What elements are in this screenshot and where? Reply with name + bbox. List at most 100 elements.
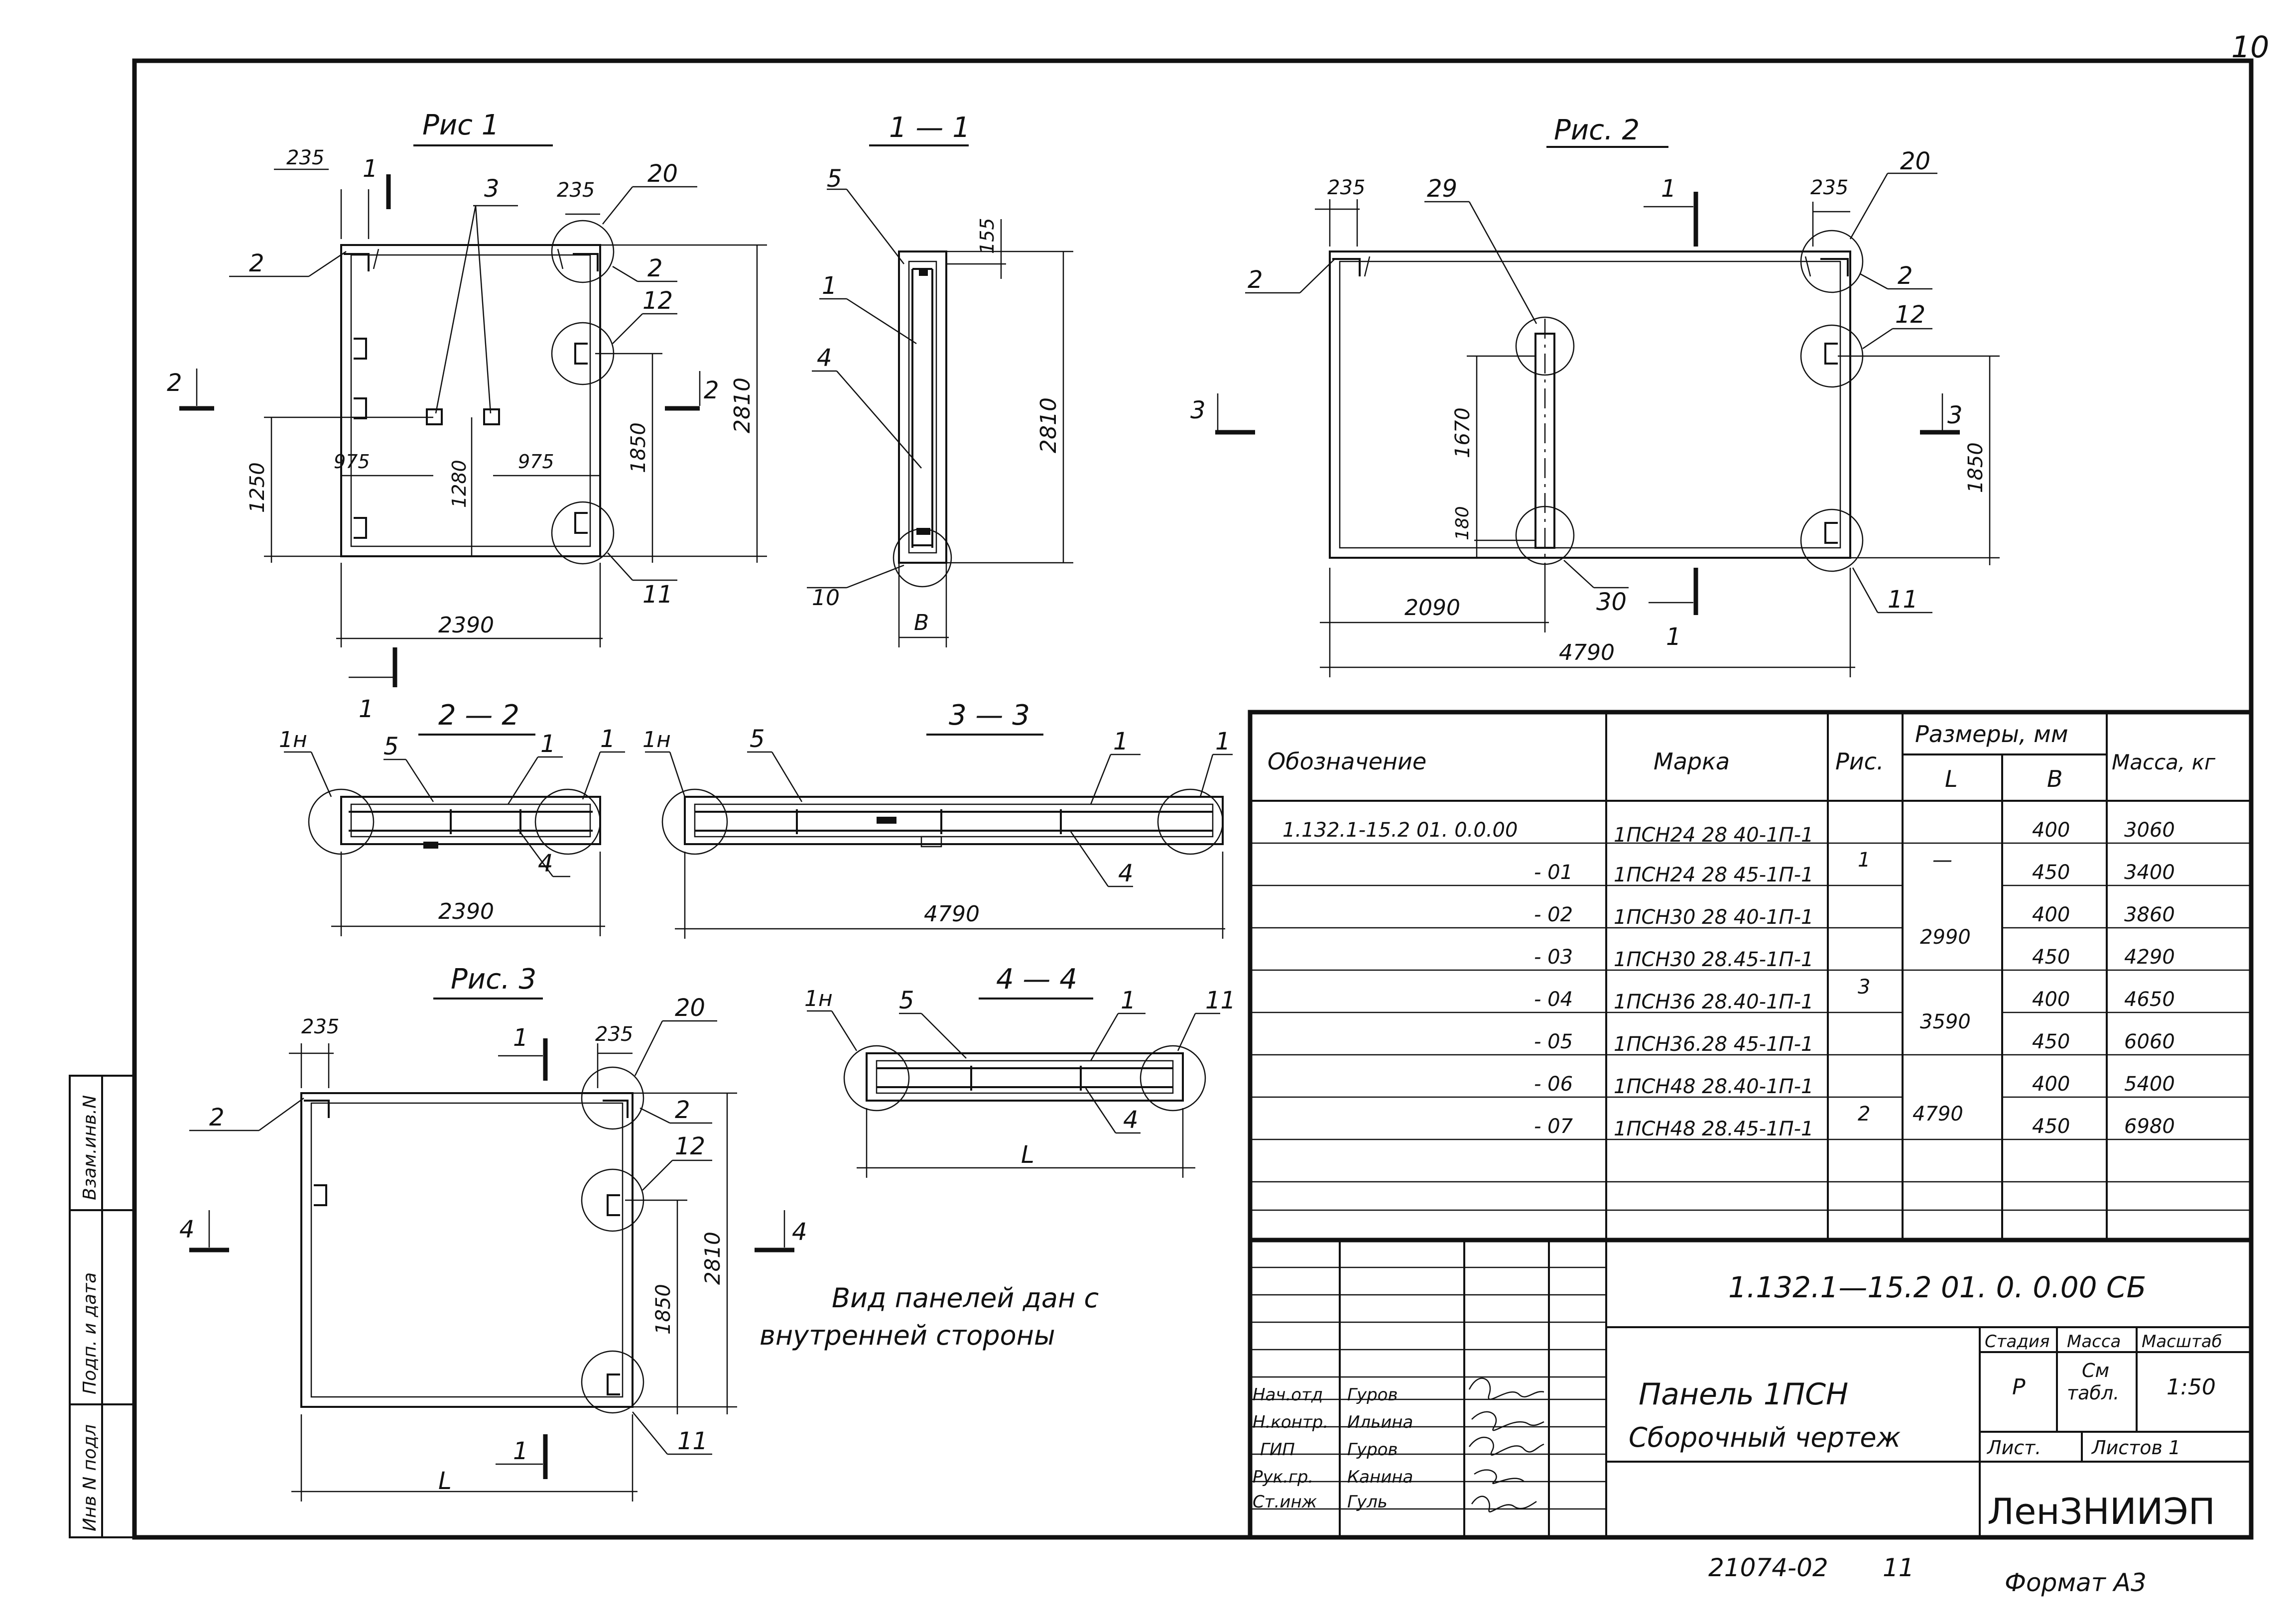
fig2-callout-20: 20 [1900, 147, 1930, 175]
table-row-4-mark: 1ПСН36 28.40-1П-1 [1614, 991, 1814, 1013]
spec-header-l: L [1945, 765, 1958, 792]
fig1-callout-11: 11 [642, 581, 673, 609]
fig2-section-1-top: 1 [1661, 175, 1676, 203]
fig2-dim-180: 180 [1452, 506, 1473, 540]
fig1-dim-235-left: 235 [286, 146, 324, 169]
table-row-7-b: 450 [2032, 1115, 2070, 1138]
spec-header-mass: Масса, кг [2112, 750, 2216, 774]
title-scale-label: Масштаб [2142, 1332, 2222, 1352]
fig2-callout-11: 11 [1888, 586, 1918, 614]
table-row-5-mass: 6060 [2124, 1030, 2175, 1053]
section44-dim-l: L [1021, 1141, 1034, 1169]
section22-dim-2390: 2390 [438, 899, 494, 924]
section44-callout-1n: 1н [804, 986, 833, 1011]
table-row-5-mark: 1ПСН36.28 45-1П-1 [1614, 1033, 1814, 1056]
fig2-section-1-bottom: 1 [1666, 623, 1681, 651]
title-code: 1.132.1—15.2 01. 0. 0.00 СБ [1728, 1270, 2146, 1304]
fig2-callout-2-left: 2 [1248, 266, 1263, 294]
fig2-callout-30: 30 [1596, 588, 1627, 616]
table-row-6-designation: - 06 [1534, 1073, 1573, 1096]
table-row-0-fig: 1 [1858, 849, 1870, 872]
sign-name-0: Гуров [1347, 1385, 1398, 1405]
section44-callout-4: 4 [1123, 1106, 1139, 1134]
table-row-3-designation: - 03 [1534, 946, 1573, 969]
section11-callout-4: 4 [817, 344, 832, 372]
section22-callout-5: 5 [383, 733, 399, 760]
title-stage: Р [2012, 1374, 2026, 1400]
title-mass-value-2: табл. [2067, 1382, 2119, 1404]
fig1-section-1-top: 1 [363, 155, 378, 183]
fig3-section-1-top: 1 [513, 1024, 528, 1052]
section22-callout-1-right: 1 [600, 725, 616, 753]
section33-title: 3 — 3 [949, 699, 1030, 732]
table-row-7-mass: 6980 [2124, 1115, 2175, 1138]
section11-dim-155: 155 [976, 218, 998, 254]
fig1-dim-235-right: 235 [557, 179, 595, 202]
section33-callout-1n: 1н [642, 727, 671, 752]
fig2-section-3-right: 3 [1947, 401, 1963, 429]
section22-title: 2 — 2 [438, 699, 519, 732]
footer-format: Формат А3 [2005, 1568, 2147, 1597]
section-4-4: 4 — 4 L 1н 5 1 11 4 [804, 963, 1236, 1178]
section22-callout-1-mid: 1 [540, 730, 556, 758]
fig2-section-3-left: 3 [1190, 396, 1206, 424]
fig1-callout-20: 20 [647, 160, 678, 188]
sign-name-2: Гуров [1347, 1440, 1398, 1460]
stamp-replacement: Взам.инв.N [80, 1095, 100, 1200]
drawing-frame [132, 58, 2254, 1540]
spec-header-sizes: Размеры, мм [1915, 721, 2068, 748]
section-2-2: 2 — 2 2390 1н 5 1 1 4 [279, 699, 625, 936]
fig1-panel [340, 244, 601, 557]
section33-dim-4790: 4790 [924, 901, 980, 927]
fig2-panel [1329, 250, 1851, 559]
table-row-3-mass: 4290 [2124, 946, 2175, 969]
fig3-dim-235-left: 235 [301, 1015, 339, 1038]
table-row-7-mark: 1ПСН48 28.45-1П-1 [1614, 1118, 1814, 1140]
table-row-6-mass: 5400 [2124, 1073, 2175, 1096]
signature-scribble-5 [1471, 1496, 1537, 1512]
table-row-4-mass: 4650 [2124, 988, 2175, 1011]
table-row-7-designation: - 07 [1534, 1115, 1573, 1138]
table-row-1-mass: 3400 [2124, 861, 2175, 884]
section22-callout-4: 4 [538, 850, 553, 877]
fig2-dim-235-left: 235 [1327, 176, 1365, 199]
table-row-5-b: 450 [2032, 1030, 2070, 1053]
sign-name-1: Ильина [1347, 1412, 1413, 1432]
fig2-dim-1850: 1850 [1964, 442, 1987, 493]
table-row-4-b: 400 [2032, 988, 2070, 1011]
table-row-4-l: 3590 [1920, 1010, 1971, 1033]
table-row-6-l: 4790 [1913, 1103, 1963, 1125]
section33-callout-1-mid: 1 [1113, 728, 1129, 755]
fig1-section-2-left: 2 [167, 369, 182, 397]
table-row-6-fig: 2 [1858, 1103, 1870, 1125]
fig1-dim-975-right: 975 [518, 451, 554, 473]
title-sheet-label: Лист. [1986, 1437, 2041, 1459]
fig1-dim-height: 2810 [730, 377, 755, 433]
fig3-callout-20: 20 [675, 994, 705, 1022]
sign-role-1: Н.контр. [1253, 1412, 1328, 1432]
sign-role-0: Нач.отд [1253, 1385, 1323, 1405]
spec-header-fig: Рис. [1835, 748, 1884, 775]
table-row-2-b: 400 [2032, 903, 2070, 926]
section22-callout-1n: 1н [279, 727, 307, 752]
title-sheets-label: Листов 1 [2091, 1437, 2180, 1459]
fig3-panel [300, 1092, 634, 1408]
fig3-callout-12: 12 [675, 1132, 705, 1160]
spec-table: Обозначение Марка Рис. Размеры, мм L В М… [1248, 710, 2254, 1243]
title-mass-label: Масса [2067, 1332, 2121, 1352]
fig1-title: Рис 1 [422, 109, 499, 141]
fig3-dim-2810: 2810 [700, 1232, 725, 1285]
fig1-section-2-right: 2 [704, 376, 719, 404]
fig3-callout-2-left: 2 [209, 1104, 225, 1131]
title-scale: 1:50 [2167, 1374, 2216, 1400]
title-org: ЛенЗНИИЭП [1987, 1491, 2215, 1532]
fig3-section-1-bottom: 1 [513, 1437, 528, 1465]
table-row-1-mark: 1ПСН24 28 45-1П-1 [1614, 864, 1814, 886]
section11-title: 1 — 1 [889, 112, 970, 144]
table-row-0-l: — [1932, 849, 1952, 872]
figure-2: Рис. 2 4790 2090 1850 1670 180 [1190, 114, 2000, 677]
table-row-0-mark: 1ПСН24 28 40-1П-1 [1614, 824, 1814, 847]
sign-role-2: ГИП [1260, 1440, 1295, 1460]
section11-dim-b: В [914, 610, 929, 635]
